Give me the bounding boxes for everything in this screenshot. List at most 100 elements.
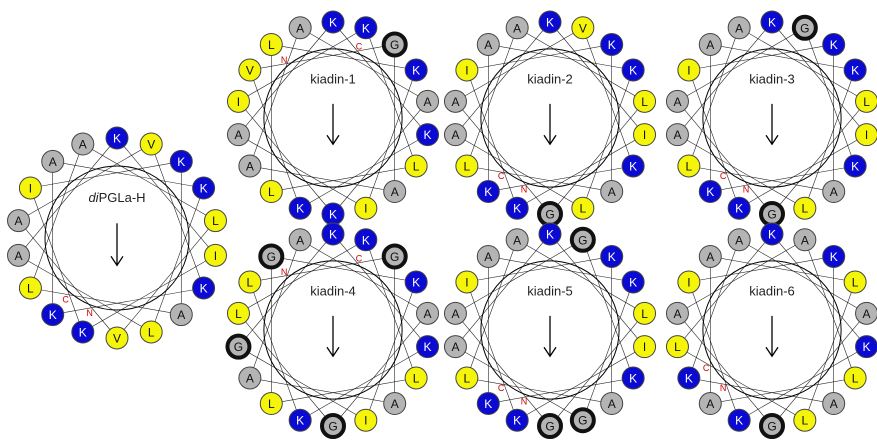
helix-connector	[300, 27, 428, 102]
helix-connector	[466, 44, 612, 71]
residue-label: K	[768, 16, 776, 30]
residue-label: L	[464, 160, 471, 174]
residue-label: A	[735, 233, 743, 247]
residue-label: I	[643, 128, 646, 142]
residue-K	[416, 335, 440, 359]
residue-label: K	[706, 185, 714, 199]
residue-A	[7, 209, 31, 233]
residue-I	[203, 243, 227, 267]
residue-G	[537, 413, 563, 439]
residue-K	[505, 196, 529, 220]
residue-A	[505, 228, 529, 252]
residue-label: K	[412, 64, 420, 78]
c-terminus-label: C	[498, 383, 505, 393]
helix-connector	[332, 21, 428, 135]
residue-G	[381, 243, 408, 270]
residue-label: K	[629, 372, 637, 386]
residue-A	[383, 180, 407, 204]
helix-connector	[549, 101, 645, 215]
helix-connector	[52, 161, 204, 189]
residue-label: L	[674, 340, 681, 354]
residue-label: A	[424, 95, 432, 109]
residue-K	[105, 126, 129, 150]
residue-label: L	[464, 372, 471, 386]
helix-connector	[30, 161, 182, 189]
helix-connector	[455, 233, 551, 347]
residue-K	[321, 10, 345, 34]
helix-connector	[677, 233, 773, 347]
residue-label: K	[362, 233, 370, 247]
residue-label: G	[390, 250, 399, 264]
n-terminus-label: N	[521, 396, 528, 406]
residue-label: K	[296, 414, 304, 428]
helix-connector	[466, 239, 518, 379]
residue-K	[288, 408, 312, 432]
residue-label: A	[673, 128, 681, 142]
helix-connector	[455, 239, 583, 314]
helix-connector	[517, 134, 645, 209]
residue-K	[727, 196, 751, 220]
residue-label: L	[641, 95, 648, 109]
helix-connector	[739, 27, 867, 102]
residue-I	[455, 58, 479, 82]
residue-label: A	[863, 307, 871, 321]
helix-connector	[365, 281, 417, 421]
residue-label: K	[830, 250, 838, 264]
residue-label: K	[412, 276, 420, 290]
helix-connector	[688, 69, 740, 209]
helix-connector	[271, 256, 417, 283]
residue-K	[698, 180, 722, 204]
residue-A	[383, 392, 407, 416]
residue-L	[633, 89, 657, 113]
residue-A	[443, 335, 467, 359]
helix-connector	[677, 239, 805, 314]
residue-label: G	[767, 208, 776, 222]
c-terminus-label: C	[720, 171, 727, 181]
helix-connector	[549, 233, 645, 347]
residue-K	[538, 10, 562, 34]
residue-label: A	[673, 307, 681, 321]
inner-circle	[702, 260, 842, 400]
helix-connector	[488, 377, 634, 404]
residue-L	[259, 392, 283, 416]
residue-A	[822, 392, 846, 416]
inner-circle	[263, 48, 403, 188]
helix-connector	[488, 44, 634, 71]
c-terminus-label: C	[356, 254, 363, 264]
residue-label: K	[735, 414, 743, 428]
residue-L	[571, 196, 595, 220]
helix-connector	[582, 27, 634, 167]
helix-connector	[249, 281, 301, 421]
c-terminus-label: C	[703, 363, 710, 373]
residue-label: L	[148, 325, 155, 339]
helix-connector	[455, 27, 583, 102]
residue-label: I	[687, 64, 690, 78]
residue-K	[822, 32, 846, 56]
residue-K	[600, 244, 624, 268]
residue-A	[169, 303, 193, 327]
residue-label: I	[865, 128, 868, 142]
helix-connector	[688, 239, 740, 379]
helix-connector	[249, 256, 395, 283]
arrow-head-icon	[765, 346, 779, 358]
residue-label: V	[113, 332, 121, 346]
residue-label: L	[413, 160, 420, 174]
helix-connector	[30, 143, 84, 289]
helix-connector	[771, 313, 867, 427]
helix-connector	[677, 101, 773, 215]
residue-A	[288, 16, 312, 40]
residue-label: A	[706, 38, 714, 52]
residue-L	[633, 301, 657, 325]
helix-connector	[52, 287, 204, 315]
residue-G	[569, 226, 596, 253]
residue-label: K	[177, 155, 185, 169]
residue-label: L	[641, 307, 648, 321]
residue-label: A	[234, 128, 242, 142]
residue-V	[571, 16, 595, 40]
residue-label: A	[79, 138, 87, 152]
residue-label: K	[329, 16, 337, 30]
residue-label: A	[451, 95, 459, 109]
